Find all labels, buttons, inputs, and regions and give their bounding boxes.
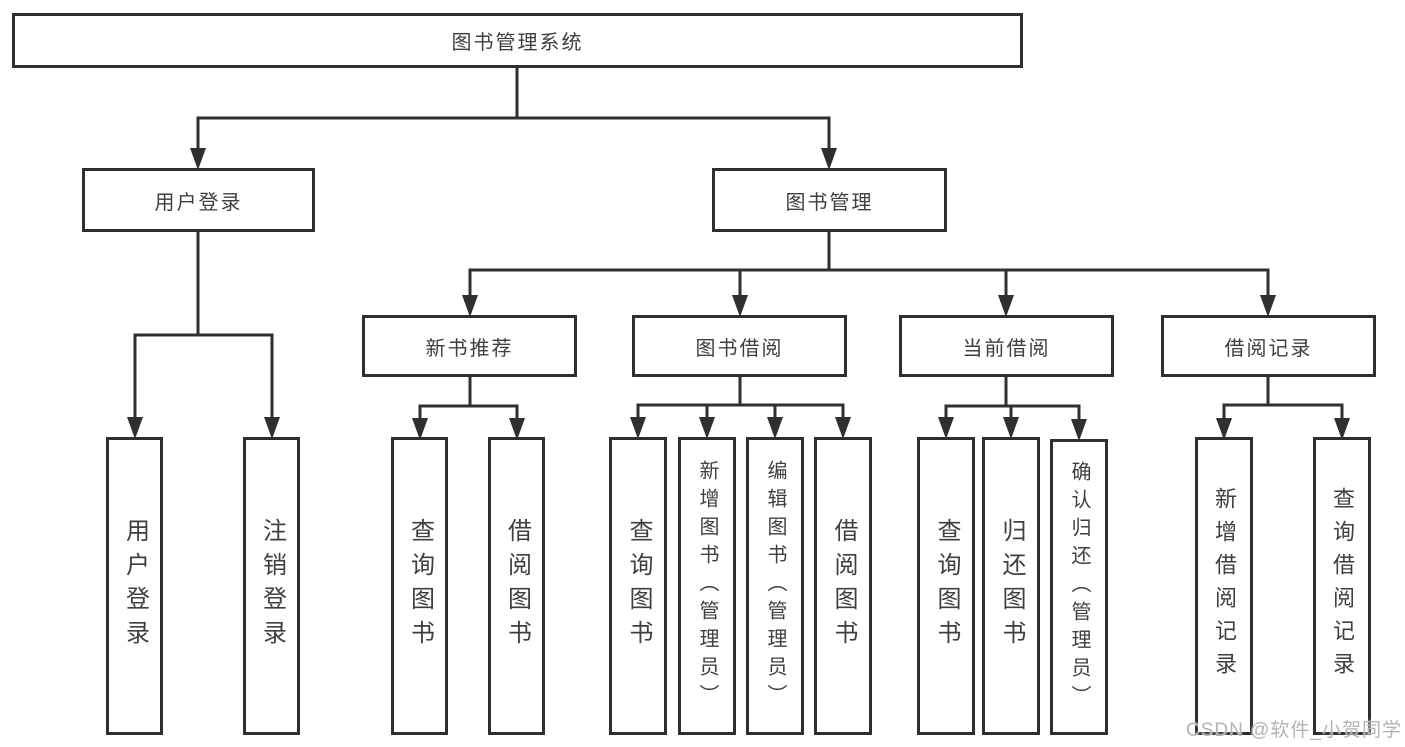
leaf-recommend-query-books: 查询图书 (391, 437, 448, 735)
leaf-current-query-books: 查询图书 (917, 437, 975, 735)
node-current-borrow: 当前借阅 (899, 315, 1114, 377)
leaf-confirm-return-admin: 确认归还（管理员） (1050, 439, 1108, 735)
leaf-user-login: 用户登录 (106, 437, 163, 735)
node-borrow-records: 借阅记录 (1161, 315, 1376, 377)
leaf-add-books-admin: 新增图书（管理员） (678, 437, 736, 735)
node-new-book-recommend: 新书推荐 (362, 315, 577, 377)
leaf-add-borrow-record: 新增借阅记录 (1195, 437, 1253, 735)
leaf-borrow-query-books: 查询图书 (609, 437, 667, 735)
leaf-borrow-books: 借阅图书 (814, 437, 872, 735)
node-root-system: 图书管理系统 (12, 13, 1023, 68)
leaf-query-borrow-record: 查询借阅记录 (1313, 437, 1371, 735)
watermark: CSDN @软件_小贺同学 (1186, 720, 1402, 741)
leaf-logout: 注销登录 (243, 437, 300, 735)
node-user-login: 用户登录 (82, 168, 315, 232)
node-book-management: 图书管理 (712, 168, 947, 232)
node-book-borrow: 图书借阅 (632, 315, 847, 377)
leaf-return-books: 归还图书 (982, 437, 1040, 735)
leaf-recommend-borrow-books: 借阅图书 (488, 437, 545, 735)
arrowhead-icons (127, 148, 1350, 441)
leaf-edit-books-admin: 编辑图书（管理员） (746, 437, 804, 735)
